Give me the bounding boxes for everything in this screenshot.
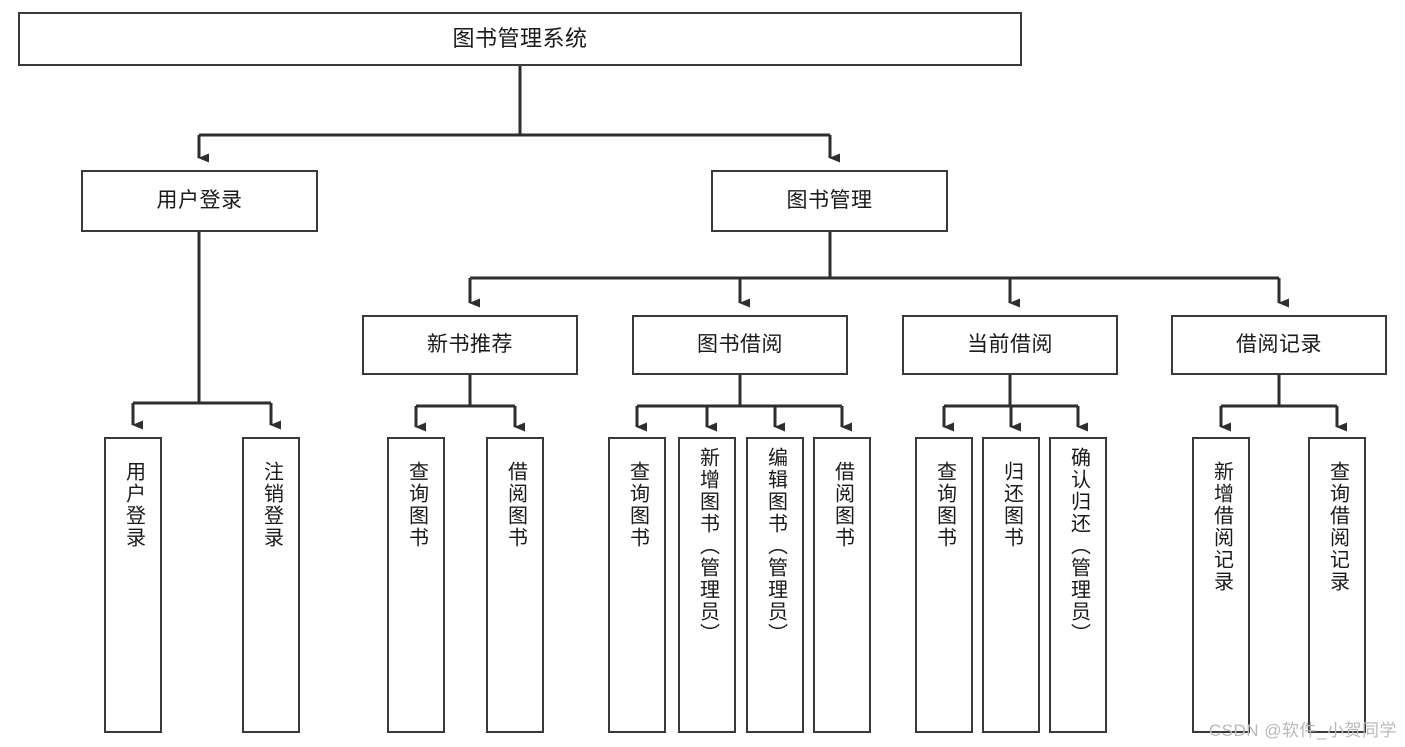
node-book-borrow[interactable]: 图书借阅: [632, 315, 848, 375]
node-borrow-record[interactable]: 借阅记录: [1171, 315, 1387, 375]
leaf-edit-book-label: 编辑图书（管理员）: [764, 447, 787, 645]
node-root-label: 图书管理系统: [452, 25, 588, 51]
leaf-add-book[interactable]: 新增图书（管理员）: [678, 437, 736, 733]
node-book-manage[interactable]: 图书管理: [711, 170, 948, 232]
leaf-borrow-book-2[interactable]: 借阅图书: [813, 437, 871, 733]
leaf-user-login[interactable]: 用户登录: [104, 437, 162, 733]
leaf-query-book-3-label: 查询图书: [933, 461, 956, 549]
leaf-user-logout-label: 注销登录: [260, 461, 283, 549]
node-user-login[interactable]: 用户登录: [81, 170, 318, 232]
leaf-query-book-1-label: 查询图书: [405, 461, 428, 549]
node-new-book-recommend-label: 新书推荐: [427, 333, 513, 357]
watermark: CSDN @软件_小贺同学: [1208, 721, 1397, 740]
node-current-borrow-label: 当前借阅: [967, 333, 1053, 357]
node-borrow-record-label: 借阅记录: [1236, 333, 1322, 357]
leaf-return-book[interactable]: 归还图书: [982, 437, 1040, 733]
leaf-query-book-2-label: 查询图书: [626, 461, 649, 549]
leaf-edit-book[interactable]: 编辑图书（管理员）: [746, 437, 804, 733]
node-book-borrow-label: 图书借阅: [697, 333, 783, 357]
leaf-query-book-3[interactable]: 查询图书: [915, 437, 973, 733]
leaf-query-book-1[interactable]: 查询图书: [387, 437, 445, 733]
edges: [131, 66, 1347, 432]
leaf-add-record-label: 新增借阅记录: [1210, 461, 1233, 593]
leaf-confirm-return-label: 确认归还（管理员）: [1067, 447, 1090, 645]
leaf-query-book-2[interactable]: 查询图书: [608, 437, 666, 733]
leaf-user-logout[interactable]: 注销登录: [242, 437, 300, 733]
leaf-add-book-label: 新增图书（管理员）: [696, 447, 719, 645]
node-book-manage-label: 图书管理: [786, 189, 873, 213]
node-new-book-recommend[interactable]: 新书推荐: [362, 315, 578, 375]
node-user-login-label: 用户登录: [156, 189, 243, 213]
leaf-borrow-book-2-label: 借阅图书: [831, 461, 854, 549]
leaf-user-login-label: 用户登录: [122, 461, 145, 549]
leaf-confirm-return[interactable]: 确认归还（管理员）: [1049, 437, 1107, 733]
leaf-borrow-book-1-label: 借阅图书: [504, 461, 527, 549]
leaf-query-record[interactable]: 查询借阅记录: [1308, 437, 1366, 733]
node-root[interactable]: 图书管理系统: [18, 12, 1022, 66]
node-current-borrow[interactable]: 当前借阅: [902, 315, 1118, 375]
leaf-query-record-label: 查询借阅记录: [1326, 461, 1349, 593]
leaf-return-book-label: 归还图书: [1000, 461, 1023, 549]
leaf-add-record[interactable]: 新增借阅记录: [1192, 437, 1250, 733]
leaf-borrow-book-1[interactable]: 借阅图书: [486, 437, 544, 733]
